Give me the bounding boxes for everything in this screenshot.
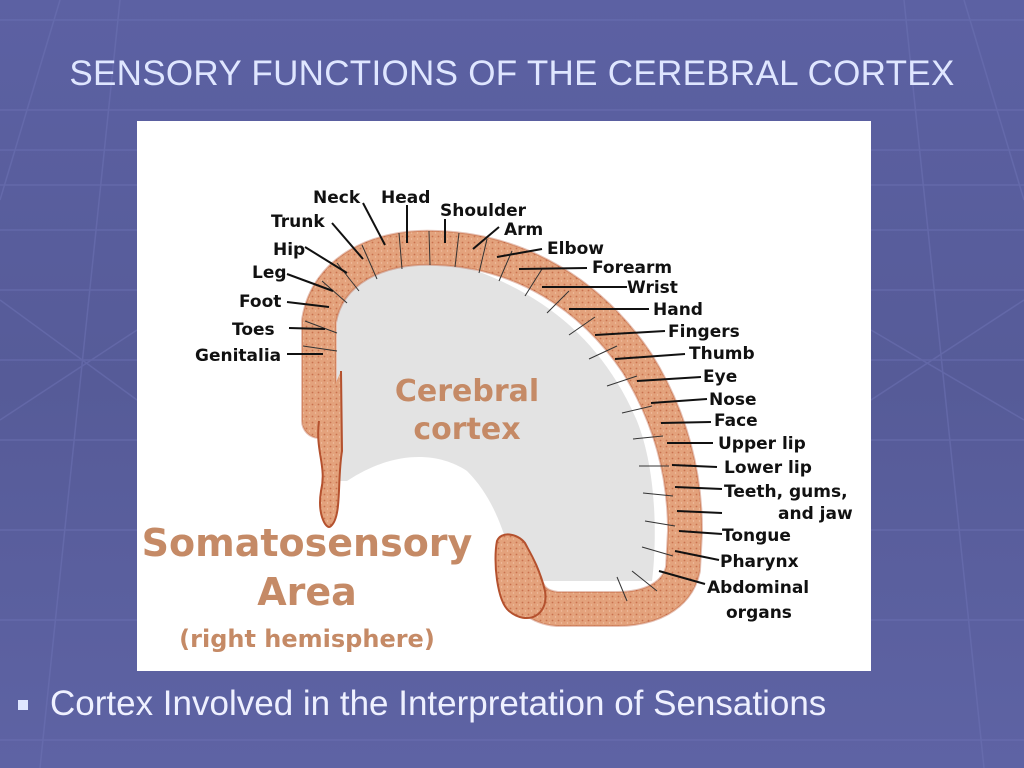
label-lower-lip: Lower lip <box>724 458 812 478</box>
cerebral-label: Cerebral <box>395 374 539 409</box>
label-organs: organs <box>726 603 792 623</box>
label-shoulder: Shoulder <box>440 201 527 221</box>
label-elbow: Elbow <box>547 239 604 259</box>
label-fingers: Fingers <box>668 322 740 342</box>
label-abdominal: Abdominal <box>707 578 809 598</box>
label-pharynx: Pharynx <box>720 552 799 572</box>
label-nose: Nose <box>709 390 757 410</box>
label-face: Face <box>714 411 758 431</box>
cortex-label: cortex <box>413 412 520 447</box>
square-bullet-icon <box>18 700 28 710</box>
slide-title: SENSORY FUNCTIONS OF THE CEREBRAL CORTEX <box>69 54 955 93</box>
label-wrist: Wrist <box>627 278 678 298</box>
label-arm: Arm <box>504 220 543 240</box>
right-hemisphere-label: (right hemisphere) <box>179 625 435 653</box>
cortex-bottom-hook <box>494 533 547 620</box>
cortex-interior <box>337 257 655 581</box>
label-upper-lip: Upper lip <box>718 434 806 454</box>
label-hip: Hip <box>273 240 305 260</box>
label-teeth-gums: Teeth, gums, <box>724 482 848 502</box>
label-tongue: Tongue <box>722 526 791 546</box>
label-foot: Foot <box>239 292 281 312</box>
somatosensory-label: Somatosensory <box>142 521 473 565</box>
label-genitalia: Genitalia <box>195 346 281 366</box>
label-forearm: Forearm <box>592 258 672 278</box>
bullet-item: Cortex Involved in the Interpretation of… <box>18 684 826 724</box>
cortex-segment-lines <box>302 230 676 602</box>
area-label: Area <box>257 570 357 614</box>
label-hand: Hand <box>653 300 703 320</box>
label-and-jaw: and jaw <box>778 504 853 524</box>
label-head: Head <box>381 188 430 208</box>
somatosensory-diagram: Neck Head Shoulder Trunk Arm Hip Elbow L… <box>137 121 871 671</box>
label-thumb: Thumb <box>689 344 755 364</box>
label-toes: Toes <box>232 320 275 340</box>
label-trunk: Trunk <box>271 212 325 232</box>
label-eye: Eye <box>703 367 737 387</box>
bullet-text: Cortex Involved in the Interpretation of… <box>50 684 827 723</box>
label-neck: Neck <box>313 188 361 208</box>
cortex-left-stub <box>317 370 344 528</box>
label-leg: Leg <box>252 263 287 283</box>
leader-lines <box>286 202 723 585</box>
